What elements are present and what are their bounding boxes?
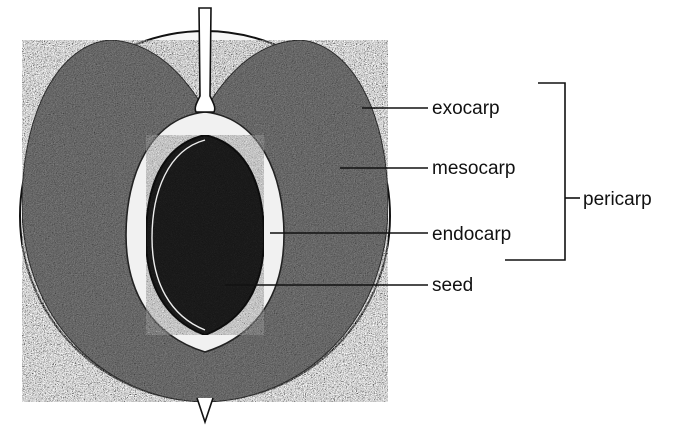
label-mesocarp: mesocarp <box>432 158 515 179</box>
seed-shape <box>146 135 264 335</box>
fruit-tip <box>197 398 213 422</box>
label-endocarp: endocarp <box>432 224 511 245</box>
label-pericarp: pericarp <box>583 189 652 210</box>
label-seed: seed <box>432 275 473 296</box>
label-exocarp: exocarp <box>432 98 500 119</box>
